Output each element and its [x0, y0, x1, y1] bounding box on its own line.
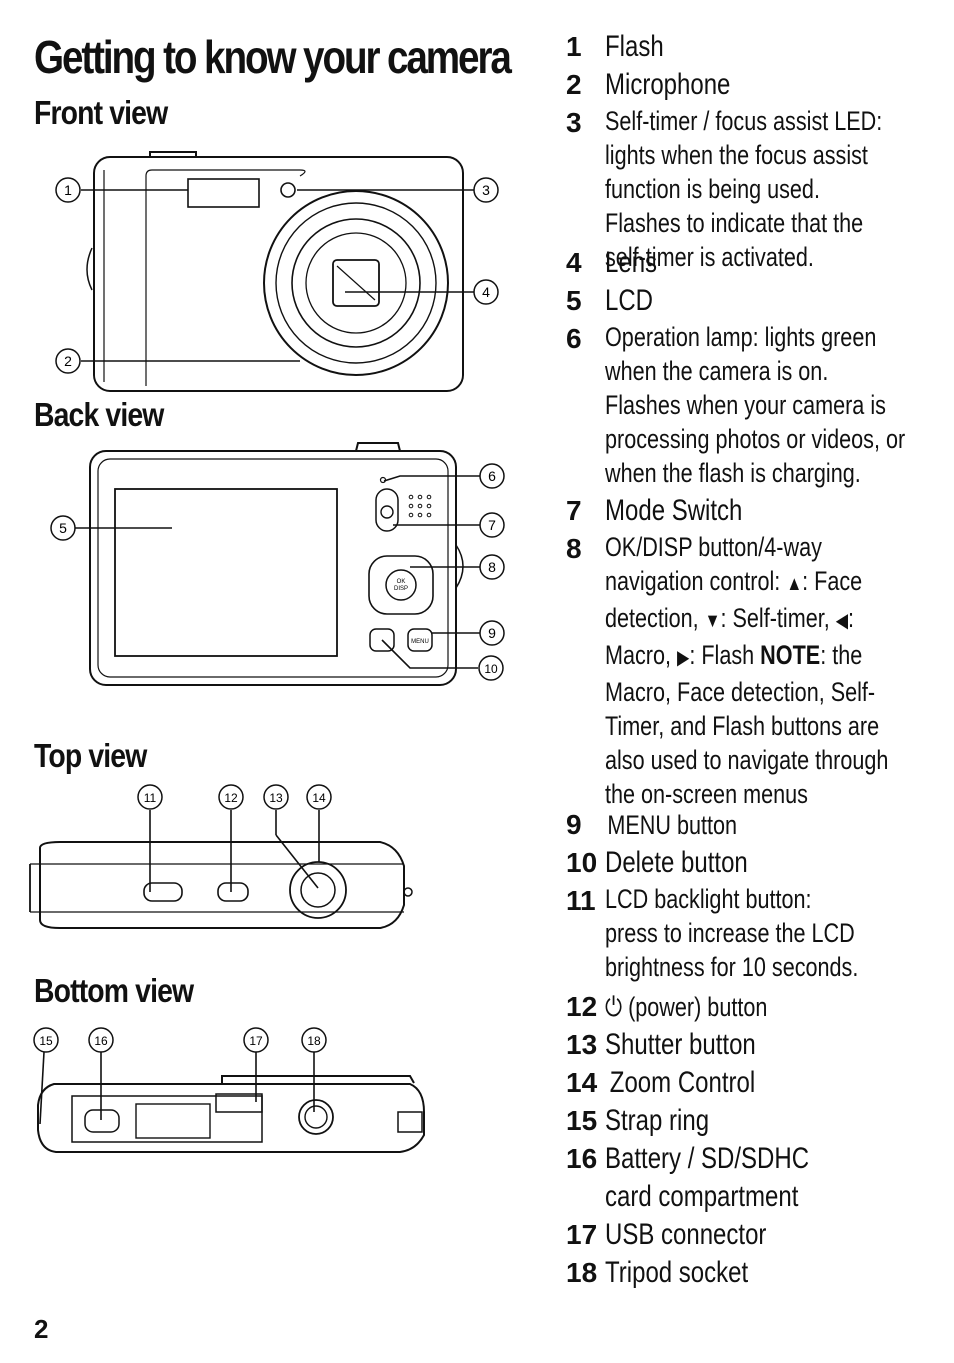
- camera-button-labels: OK DISP MENU: [394, 579, 429, 645]
- list-item: 14 Zoom Control: [566, 1066, 756, 1099]
- list-item: 9 MENU button: [566, 809, 738, 840]
- speaker-grille: [408, 494, 432, 518]
- top-view-diagram: [29, 810, 413, 929]
- svg-text:17: 17: [249, 1034, 263, 1048]
- svg-text:3: 3: [482, 182, 490, 198]
- callout-13: 13: [263, 784, 289, 810]
- list-item: 17 USB connector: [566, 1218, 767, 1251]
- list-item: 3 Self-timer / focus assist LED: lights …: [566, 106, 883, 272]
- triangle-down-icon: ▼: [704, 610, 721, 632]
- svg-text:9: 9: [488, 625, 496, 641]
- list-item: 1 Flash: [566, 30, 664, 63]
- list-item: 4 Lens: [566, 246, 658, 279]
- svg-text:15: 15: [39, 1034, 53, 1048]
- triangle-left-icon: ◀: [835, 610, 849, 632]
- list-item: 13 Shutter button: [566, 1028, 756, 1061]
- callout-17: 17: [243, 1027, 269, 1053]
- callout-8: 8: [479, 554, 505, 580]
- list-item: 7 Mode Switch: [566, 494, 743, 527]
- power-icon: ⏻: [605, 992, 623, 1022]
- svg-text:10: 10: [484, 662, 498, 676]
- back-view-diagram: [75, 442, 480, 686]
- svg-text:DISP: DISP: [394, 586, 408, 592]
- triangle-up-icon: ▲: [786, 573, 803, 595]
- list-item: 8 OK/DISP button/4-way navigation contro…: [566, 532, 889, 809]
- svg-text:6: 6: [488, 468, 496, 484]
- bottom-view-diagram: [37, 1051, 425, 1153]
- front-view-diagram: [81, 151, 474, 392]
- page-title: Getting to know your camera: [34, 31, 512, 83]
- list-item: 10 Delete button: [566, 846, 748, 879]
- page-number: 2: [34, 1314, 49, 1344]
- note-label: NOTE: [760, 640, 821, 670]
- section-front-view: Front view: [34, 94, 168, 131]
- svg-text:4: 4: [482, 284, 490, 300]
- callout-2: 2: [55, 348, 81, 374]
- callout-9: 9: [479, 620, 505, 646]
- svg-text:14: 14: [312, 791, 326, 805]
- callout-6: 6: [479, 463, 505, 489]
- callout-15: 15: [33, 1027, 59, 1053]
- svg-text:MENU: MENU: [411, 639, 429, 645]
- list-item: 15 Strap ring: [566, 1104, 710, 1137]
- callout-10: 10: [478, 655, 504, 681]
- svg-text:5: 5: [59, 520, 67, 536]
- svg-text:13: 13: [269, 791, 283, 805]
- callouts: 1 2 3 4 5 6 7 8 9 10 11 12 13 14 15 16 1…: [33, 177, 505, 1053]
- callout-12: 12: [218, 784, 244, 810]
- callout-7: 7: [479, 512, 505, 538]
- list-item: 16 Battery / SD/SDHC card compartment: [566, 1142, 810, 1213]
- svg-text:11: 11: [144, 791, 157, 805]
- callout-1: 1: [55, 177, 81, 203]
- list-item: 18 Tripod socket: [566, 1256, 749, 1289]
- list-item: 12 ⏻ (power) button: [566, 991, 768, 1022]
- svg-text:16: 16: [94, 1034, 108, 1048]
- triangle-right-icon: ▶: [677, 647, 690, 669]
- callout-5: 5: [50, 515, 76, 541]
- list-item: 6 Operation lamp: lights green when the …: [566, 322, 906, 488]
- callout-11: 11: [137, 784, 163, 810]
- callout-3: 3: [473, 177, 499, 203]
- list-item: 5 LCD: [566, 284, 654, 317]
- parts-list: 1 Flash 2 Microphone 3 Self-timer / focu…: [566, 28, 936, 1292]
- camera-diagrams: 1 2 3 4 5 6 7 8 9 10 11 12 13 14 15 16 1…: [29, 151, 505, 1153]
- section-bottom-view: Bottom view: [34, 972, 194, 1009]
- svg-text:18: 18: [307, 1034, 321, 1048]
- svg-text:12: 12: [224, 791, 238, 805]
- callout-18: 18: [301, 1027, 327, 1053]
- svg-text:8: 8: [488, 559, 496, 575]
- section-top-view: Top view: [34, 737, 147, 774]
- svg-text:OK: OK: [397, 579, 406, 585]
- section-back-view: Back view: [34, 396, 164, 433]
- callout-16: 16: [88, 1027, 114, 1053]
- svg-text:2: 2: [64, 353, 72, 369]
- callout-14: 14: [306, 784, 332, 810]
- list-item: 2 Microphone: [566, 68, 731, 101]
- callout-4: 4: [473, 279, 499, 305]
- list-item: 11 LCD backlight button: press to increa…: [566, 884, 859, 982]
- svg-text:7: 7: [488, 517, 496, 533]
- svg-text:1: 1: [64, 182, 72, 198]
